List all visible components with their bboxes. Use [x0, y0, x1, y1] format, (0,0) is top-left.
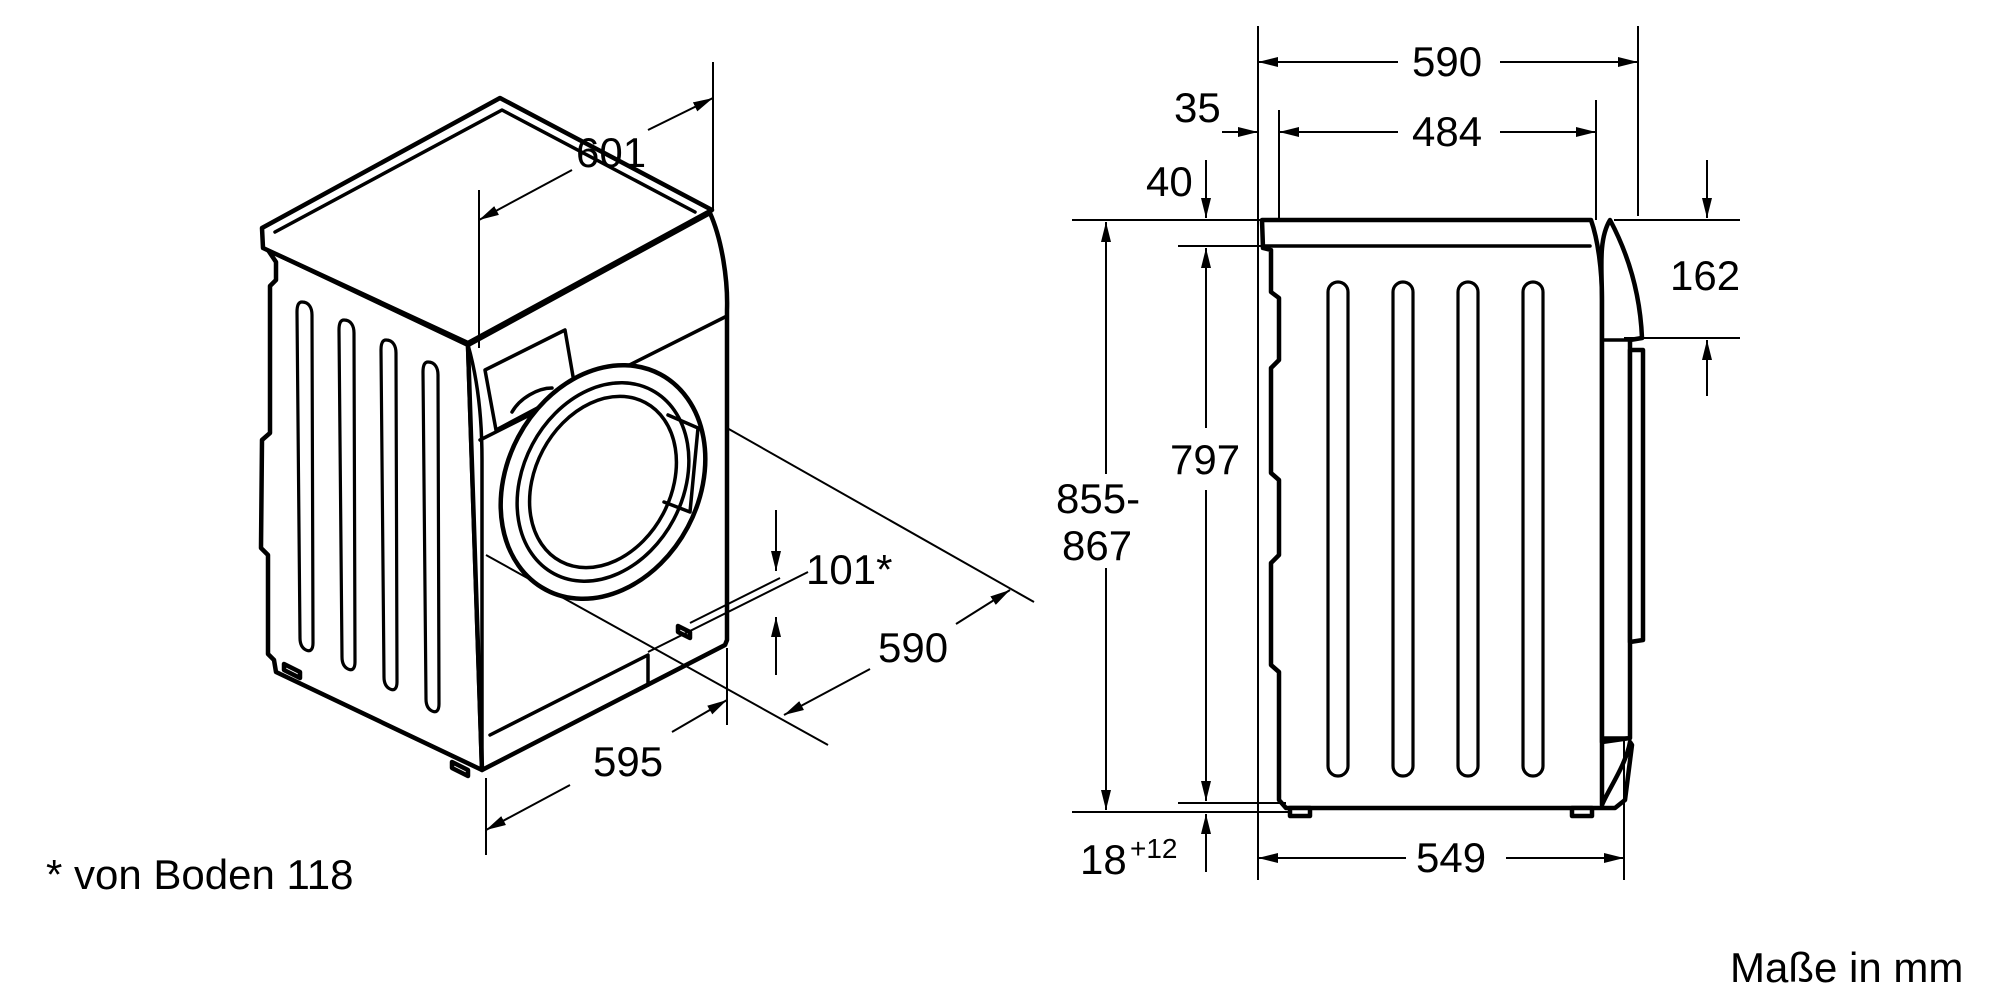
iso-plinth: [488, 653, 650, 737]
iso-ext-floor-side: [726, 427, 1035, 603]
iso-label-595: 595: [593, 738, 663, 785]
iso-dim-595-line-b: [671, 699, 728, 733]
side-label-484: 484: [1412, 108, 1482, 155]
side-view: 590 484 35 40 855- 867 797 162 18 +12 54…: [1056, 26, 1740, 883]
side-label-18: 18: [1080, 836, 1127, 883]
iso-drawer-handle: [510, 386, 554, 414]
iso-ext-feet: [689, 577, 781, 624]
iso-label-590: 590: [878, 624, 948, 671]
units-label: Maße in mm: [1730, 944, 1963, 991]
side-label-797: 797: [1170, 436, 1240, 483]
side-body: [1259, 217, 1635, 811]
side-foot-left: [1287, 805, 1313, 819]
iso-foot-right: [675, 623, 693, 641]
side-label-590: 590: [1412, 38, 1482, 85]
side-label-35: 35: [1174, 84, 1221, 131]
iso-side-slots: [295, 300, 441, 714]
iso-label-101: 101*: [806, 546, 892, 593]
side-label-18-tolerance: +12: [1130, 833, 1178, 864]
iso-foot-left: [281, 661, 303, 681]
footnote: * von Boden 118: [46, 851, 353, 898]
iso-top-inner-edge: [273, 108, 697, 234]
iso-label-601: 601: [576, 129, 646, 176]
iso-dim-595-line-a: [485, 784, 571, 831]
side-slots: [1326, 280, 1545, 778]
iso-front-bezel: [466, 343, 484, 772]
side-label-855: 855-: [1056, 475, 1140, 522]
iso-dim-601-line-a: [478, 169, 573, 221]
side-label-549: 549: [1416, 834, 1486, 881]
side-door-handle: [1627, 347, 1646, 645]
iso-door: [498, 362, 708, 602]
iso-top-face: [259, 95, 715, 346]
side-door-panel: [1600, 338, 1632, 740]
iso-dim-590-line-a: [783, 668, 871, 716]
iso-ext-floor-front: [485, 554, 829, 746]
side-label-162: 162: [1670, 252, 1740, 299]
iso-foot-front: [449, 759, 471, 779]
side-label-40: 40: [1146, 158, 1193, 205]
isometric-view: 601 101* 590 595: [258, 62, 1035, 855]
iso-ext-plinth: [647, 571, 809, 653]
side-label-867: 867: [1062, 522, 1132, 569]
iso-dim-590-line-b: [955, 589, 1011, 625]
side-foot-right: [1569, 805, 1595, 819]
iso-dim-601-line-b: [647, 97, 714, 131]
